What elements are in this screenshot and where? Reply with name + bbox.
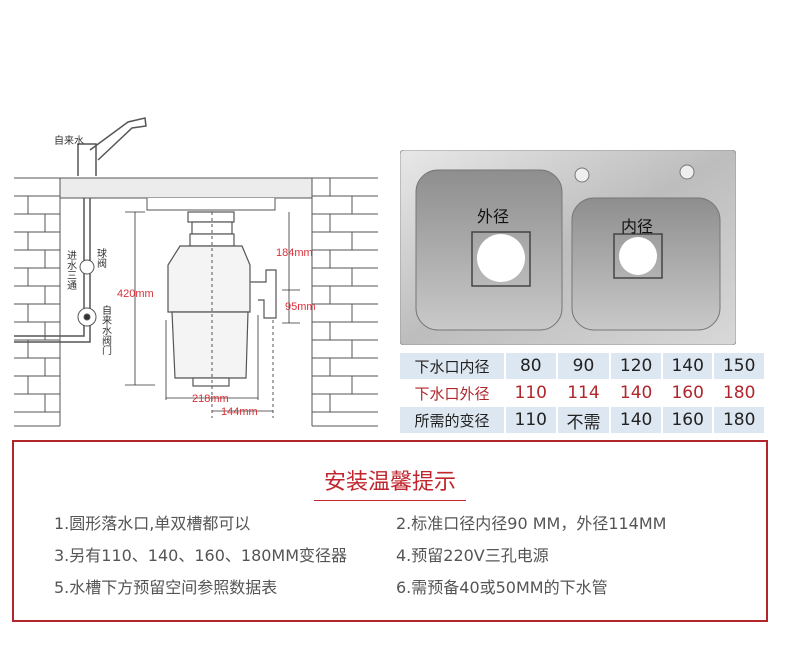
cell: 180	[713, 406, 766, 434]
cell: 110	[505, 406, 558, 434]
dim-width: 218mm	[192, 393, 229, 405]
tip-item: 2.标准口径内径90 MM，外径114MM	[396, 514, 667, 533]
tip-item: 3.另有110、140、160、180MM变径器	[54, 546, 348, 565]
label-ball-valve: 球阀	[95, 247, 107, 269]
dim-height: 420mm	[117, 288, 154, 300]
installation-diagram: 自来水 球阀 进水三通 自来水阀门 420mm 184mm 95mm 218mm…	[14, 117, 378, 427]
cell: 160	[661, 379, 715, 407]
row-label: 下水口内径	[400, 353, 506, 380]
cell: 140	[610, 406, 663, 434]
cell: 180	[713, 379, 766, 407]
cell: 114	[556, 379, 612, 407]
cell: 110	[505, 379, 558, 407]
row-label: 所需的变径	[400, 406, 506, 434]
drain-size-table: 下水口内径 80 90 120 140 150 下水口外径 110 114 14…	[400, 353, 766, 434]
table-row: 所需的变径 110 不需 140 160 180	[400, 406, 766, 434]
install-tips-box: 安装温馨提示 1.圆形落水口,单双槽都可以 2.标准口径内径90 MM，外径11…	[12, 440, 768, 622]
cell: 160	[661, 406, 715, 434]
dimension-lines	[125, 211, 300, 412]
dim-upper: 184mm	[276, 247, 313, 259]
cell: 150	[713, 353, 766, 380]
label-water-valve: 自来水阀门	[100, 304, 112, 356]
food-disposer	[167, 211, 277, 387]
outer-diameter-label: 外径	[477, 207, 509, 226]
table-row: 下水口内径 80 90 120 140 150	[400, 353, 766, 380]
cell: 不需	[556, 406, 612, 434]
cell: 140	[610, 379, 663, 407]
dim-outlet: 95mm	[285, 301, 316, 313]
title-underline	[314, 500, 466, 501]
tip-item: 4.预留220V三孔电源	[396, 546, 549, 565]
cell: 120	[610, 353, 663, 380]
cell: 80	[505, 353, 558, 380]
dim-offset: 144mm	[221, 406, 258, 418]
countertop	[59, 177, 313, 199]
label-tap-water: 自来水	[54, 134, 84, 147]
left-brick-wall	[14, 177, 61, 427]
faucet	[77, 117, 147, 176]
right-brick-wall	[311, 177, 378, 427]
row-label: 下水口外径	[400, 379, 506, 407]
double-sink-image: 外径 内径	[400, 150, 736, 345]
tip-item: 1.圆形落水口,单双槽都可以	[54, 514, 251, 533]
table-row: 下水口外径 110 114 140 160 180	[400, 379, 766, 407]
cell: 90	[556, 353, 612, 380]
water-pipe	[14, 198, 91, 343]
label-inlet-tee: 进水三通	[65, 250, 77, 290]
tip-item: 6.需预备40或50MM的下水管	[396, 578, 608, 597]
inner-diameter-label: 内径	[621, 217, 653, 236]
tips-title: 安装温馨提示	[323, 470, 456, 495]
cell: 140	[661, 353, 715, 380]
tip-item: 5.水槽下方预留空间参照数据表	[54, 578, 278, 597]
